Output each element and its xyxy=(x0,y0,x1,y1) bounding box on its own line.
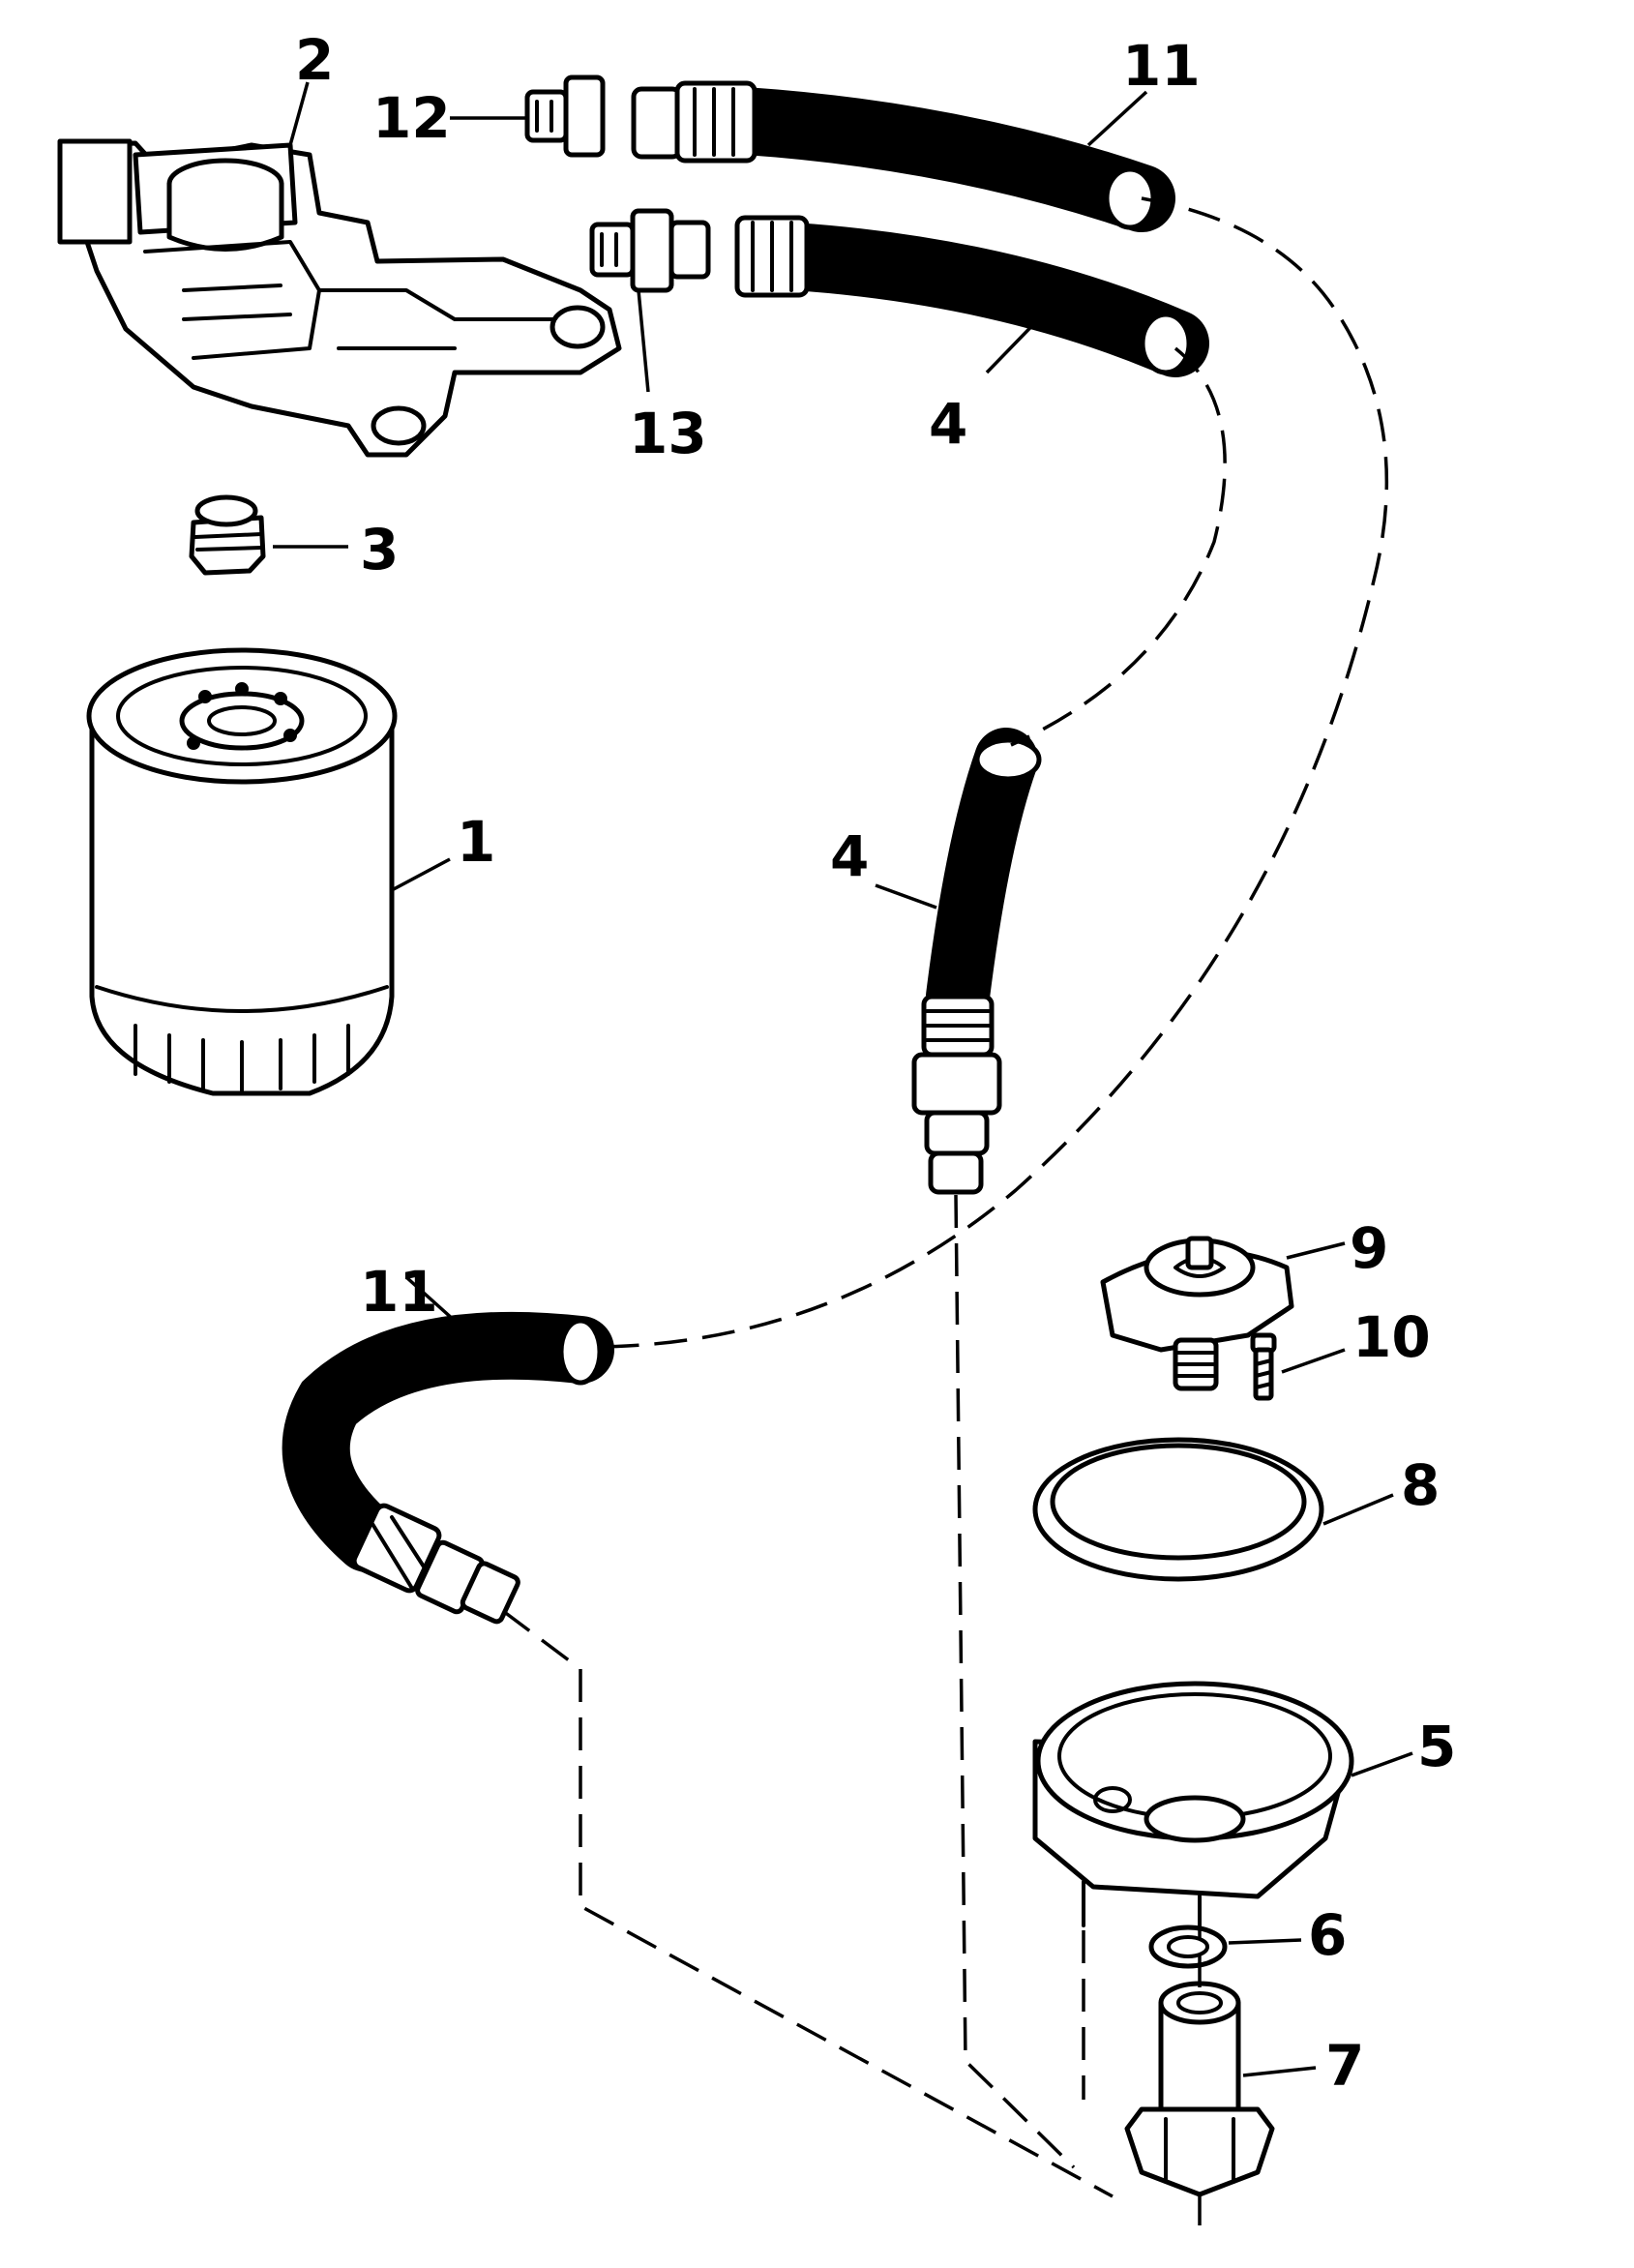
part-8-seal-ring xyxy=(1032,1437,1324,1582)
part-3-adapter-fitting xyxy=(189,494,266,576)
callout-11-top: 11 xyxy=(1122,33,1201,99)
part-1-oil-filter xyxy=(86,647,398,1096)
callout-6: 6 xyxy=(1308,1902,1347,1968)
callout-13: 13 xyxy=(629,401,707,466)
part-11-hose-upper xyxy=(631,80,1175,232)
part-5-adapter-base xyxy=(1032,1681,1354,1937)
callout-labels: 2 12 3 1 11 13 4 4 11 9 10 8 5 6 7 xyxy=(295,27,1456,2099)
callout-5: 5 xyxy=(1417,1714,1456,1779)
callout-12: 12 xyxy=(372,85,451,151)
part-10-screw xyxy=(1250,1332,1277,1401)
part-7-hollow-bolt xyxy=(1124,1981,1275,2225)
callout-leader-lines xyxy=(273,81,1413,2077)
callout-7: 7 xyxy=(1325,2033,1364,2099)
part-11-hose-lower xyxy=(282,1311,614,1625)
callout-2: 2 xyxy=(295,27,334,93)
callout-10: 10 xyxy=(1352,1304,1431,1370)
part-13-fitting xyxy=(589,208,711,293)
part-12-fitting xyxy=(524,75,606,158)
callout-11-lower: 11 xyxy=(360,1259,438,1325)
callout-3: 3 xyxy=(360,517,399,582)
callout-9: 9 xyxy=(1350,1215,1388,1281)
part-9-sensor xyxy=(1100,1236,1294,1391)
callout-4-lower: 4 xyxy=(830,823,869,889)
assembly-dashed-lines xyxy=(501,196,1389,2198)
part-6-washer xyxy=(1148,1925,1228,1969)
part-4-hose-upper xyxy=(734,215,1209,377)
part-2-filter-mount-bracket xyxy=(57,138,622,458)
callout-8: 8 xyxy=(1401,1452,1440,1518)
callout-1: 1 xyxy=(457,809,495,875)
callout-4-top: 4 xyxy=(929,391,967,457)
part-4-hose-lower xyxy=(911,728,1042,1195)
